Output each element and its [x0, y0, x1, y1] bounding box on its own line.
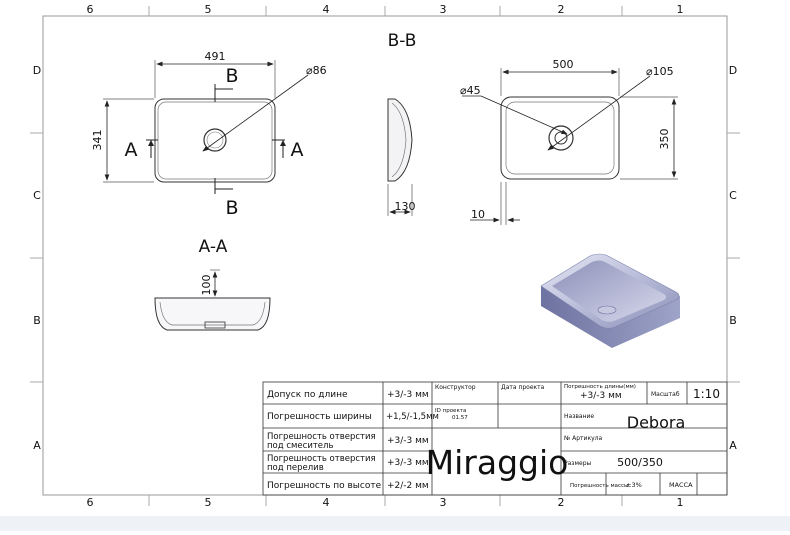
dim-top-width: 491: [205, 50, 226, 63]
tb-project-id-label: ID проекта: [435, 408, 466, 414]
viewer-bottom-strip: [0, 516, 790, 531]
tb-row5-value: +2/-2 мм: [387, 481, 429, 491]
zone-right-D: D: [729, 64, 737, 77]
zone-bottom-2: 2: [558, 496, 565, 509]
zone-ticks: [30, 6, 740, 506]
tb-row4-label-l1: Погрешность отверстия: [267, 454, 376, 464]
tb-size-label: Размеры: [564, 460, 592, 467]
tb-row4-value: +3/-3 мм: [387, 458, 429, 468]
tb-scale-value: 1:10: [693, 387, 720, 401]
dim-right-height: 350: [658, 129, 671, 150]
tb-size-value: 500/350: [617, 456, 663, 469]
cut-label-a-right: A: [291, 139, 304, 161]
right-top-view: [462, 68, 678, 225]
tb-row1-label: Допуск по длине: [267, 390, 348, 400]
tb-row3-label-l2: под смеситель: [267, 441, 333, 451]
dim-top-drain: ⌀86: [306, 64, 327, 77]
zone-bottom-1: 1: [677, 496, 684, 509]
tb-project-date-label: Дата проекта: [501, 384, 545, 391]
cut-label-b-top: B: [225, 65, 238, 87]
zone-bottom-4: 4: [323, 496, 330, 509]
zone-right-A: A: [729, 439, 737, 452]
zone-left-A: A: [33, 439, 41, 452]
tb-designer-label: Конструктор: [435, 384, 476, 391]
dim-right-drain-outer: ⌀105: [646, 65, 674, 78]
zone-top-2: 2: [558, 3, 565, 16]
tb-project-id-value: 01.57: [452, 415, 468, 421]
zone-top-3: 3: [440, 3, 447, 16]
tb-row4-label-l2: под перелив: [267, 463, 324, 473]
tb-length-tol-value: +3/-3 мм: [580, 391, 622, 401]
tb-name-label: Название: [564, 413, 594, 420]
title-block-grid: [262, 381, 728, 496]
top-view: [103, 60, 309, 194]
zone-bottom-5: 5: [205, 496, 212, 509]
tb-row2-value: +1,5/-1,5мм: [386, 412, 439, 422]
zone-left-C: C: [33, 189, 41, 202]
tb-length-tol-label: Погрешность длины(мм): [564, 384, 636, 390]
sheet-frame: [42, 15, 728, 496]
section-bb-view: [387, 98, 413, 216]
tb-row3-label-l1: Погрешность отверстия: [267, 432, 376, 442]
tb-row3-value: +3/-3 мм: [387, 436, 429, 446]
section-bb-title: B-B: [388, 31, 417, 51]
cut-label-a-left: A: [125, 139, 138, 161]
zone-top-1: 1: [677, 3, 684, 16]
tb-row5-label: Погрешность по высоте: [267, 481, 382, 491]
tb-row2-label: Погрешность ширины: [267, 412, 372, 422]
dim-side-depth: 130: [395, 200, 416, 213]
section-aa-title: A-A: [199, 237, 228, 257]
zone-right-B: B: [729, 314, 737, 327]
brand-logo-miraggio: Miraggio: [426, 443, 569, 482]
dim-section-height: 100: [200, 275, 213, 296]
tb-scale-label: Масштаб: [651, 391, 680, 398]
tb-name-value: Debora: [627, 413, 686, 432]
tb-mass-label: МАССА: [669, 481, 693, 489]
zone-right-C: C: [729, 189, 737, 202]
tb-article-label: № Артикула: [564, 435, 602, 442]
zone-bottom-3: 3: [440, 496, 447, 509]
zone-left-D: D: [33, 64, 41, 77]
tb-mass-tol-value: ±3%: [626, 481, 642, 489]
dim-right-drain-inner: ⌀45: [460, 84, 481, 97]
dim-top-height: 341: [91, 130, 104, 151]
tb-row1-value: +3/-3 мм: [387, 390, 429, 400]
zone-top-5: 5: [205, 3, 212, 16]
zone-top-4: 4: [323, 3, 330, 16]
zone-left-B: B: [33, 314, 41, 327]
dim-right-width: 500: [553, 58, 574, 71]
dim-right-rim: 10: [471, 208, 485, 221]
tb-mass-tol-label: Погрешность массы: [570, 483, 628, 489]
basin-3d-render: [540, 253, 680, 348]
zone-bottom-6: 6: [87, 496, 94, 509]
zone-top-6: 6: [87, 3, 94, 16]
section-aa-view: [154, 269, 271, 331]
cut-label-b-bottom: B: [225, 197, 238, 219]
